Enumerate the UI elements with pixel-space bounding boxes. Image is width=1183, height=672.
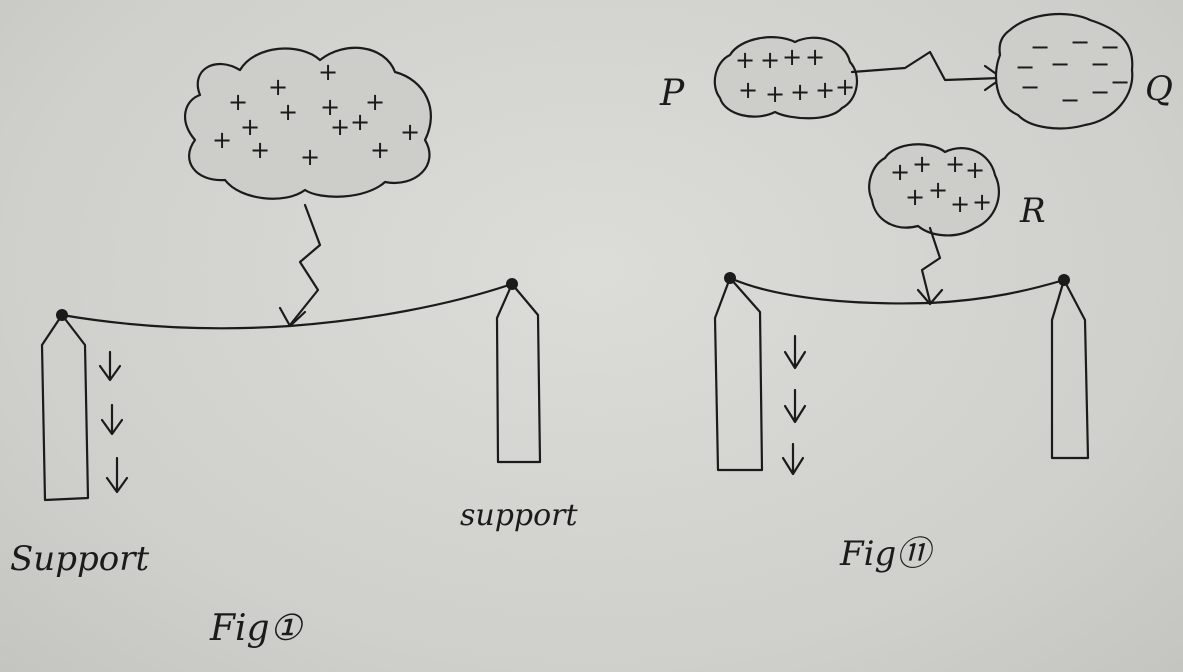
fig2-right-pole (1052, 280, 1088, 458)
positive-charge-sign: + (805, 43, 825, 71)
positive-charge-sign: + (835, 73, 855, 101)
positive-charge-sign: + (212, 126, 232, 154)
fig1-left-support-label: Support (10, 539, 149, 579)
fig1-caption: Fig① (209, 608, 304, 649)
fig1-down-arrow (107, 458, 127, 492)
fig1-right-pole (497, 284, 540, 462)
positive-charge-sign: + (928, 176, 948, 204)
positive-charge-sign: + (765, 80, 785, 108)
figure-2: +++++++++ P −−−−−−−−−− Q ++++++++ R Fig⑪ (659, 14, 1173, 574)
fig2-cloud-q-label: Q (1145, 69, 1173, 109)
positive-charge-sign: + (912, 150, 932, 178)
positive-charge-sign: + (268, 73, 288, 101)
positive-charge-sign: + (790, 78, 810, 106)
fig1-right-support-label: support (460, 498, 579, 533)
positive-charge-sign: + (890, 158, 910, 186)
fig2-down-arrow (785, 336, 805, 368)
positive-charge-sign: + (400, 118, 420, 146)
positive-charge-sign: + (300, 143, 320, 171)
negative-charge-sign: − (1060, 86, 1080, 114)
positive-charge-sign: + (318, 58, 338, 86)
fig2-down-arrow (783, 444, 803, 474)
fig1-earth-flow-arrows (100, 352, 127, 492)
negative-charge-sign: − (1090, 50, 1110, 78)
positive-charge-sign: + (782, 43, 802, 71)
fig2-lightning-r-to-wire (922, 228, 940, 302)
positive-charge-sign: + (760, 46, 780, 74)
positive-charge-sign: + (228, 88, 248, 116)
fig2-lightning-p-to-q (852, 52, 1000, 80)
negative-charge-sign: − (1110, 68, 1130, 96)
negative-charge-sign: − (1020, 73, 1040, 101)
positive-charge-sign: + (370, 136, 390, 164)
fig1-left-pole (42, 315, 88, 500)
fig2-down-arrow (785, 390, 805, 422)
negative-charge-sign: − (1050, 50, 1070, 78)
fig2-earth-flow-arrows (783, 336, 805, 474)
fig2-wire (730, 278, 1064, 303)
positive-charge-sign: + (330, 113, 350, 141)
positive-charge-sign: + (738, 76, 758, 104)
positive-charge-sign: + (350, 108, 370, 136)
positive-charge-sign: + (905, 183, 925, 211)
positive-charge-sign: + (945, 150, 965, 178)
fig2-left-pole (715, 278, 762, 470)
positive-charge-sign: + (735, 46, 755, 74)
positive-charge-sign: + (972, 188, 992, 216)
positive-charge-sign: + (250, 136, 270, 164)
negative-charge-sign: − (1090, 78, 1110, 106)
negative-charge-sign: − (1070, 28, 1090, 56)
fig2-caption: Fig⑪ (839, 534, 935, 574)
positive-charge-sign: + (278, 98, 298, 126)
fig1-down-arrow (100, 352, 120, 380)
fig2-cloud-p-label: P (659, 73, 685, 114)
figure-1: ++++++++++++++ Support support Fig① (10, 48, 579, 649)
fig1-cloud (185, 48, 431, 199)
fig1-lightning-bolt (290, 205, 320, 325)
positive-charge-sign: + (950, 190, 970, 218)
fig2-cloud-r-label: R (1019, 191, 1046, 231)
positive-charge-sign: + (965, 156, 985, 184)
fig1-down-arrow (102, 405, 122, 434)
positive-charge-sign: + (815, 76, 835, 104)
